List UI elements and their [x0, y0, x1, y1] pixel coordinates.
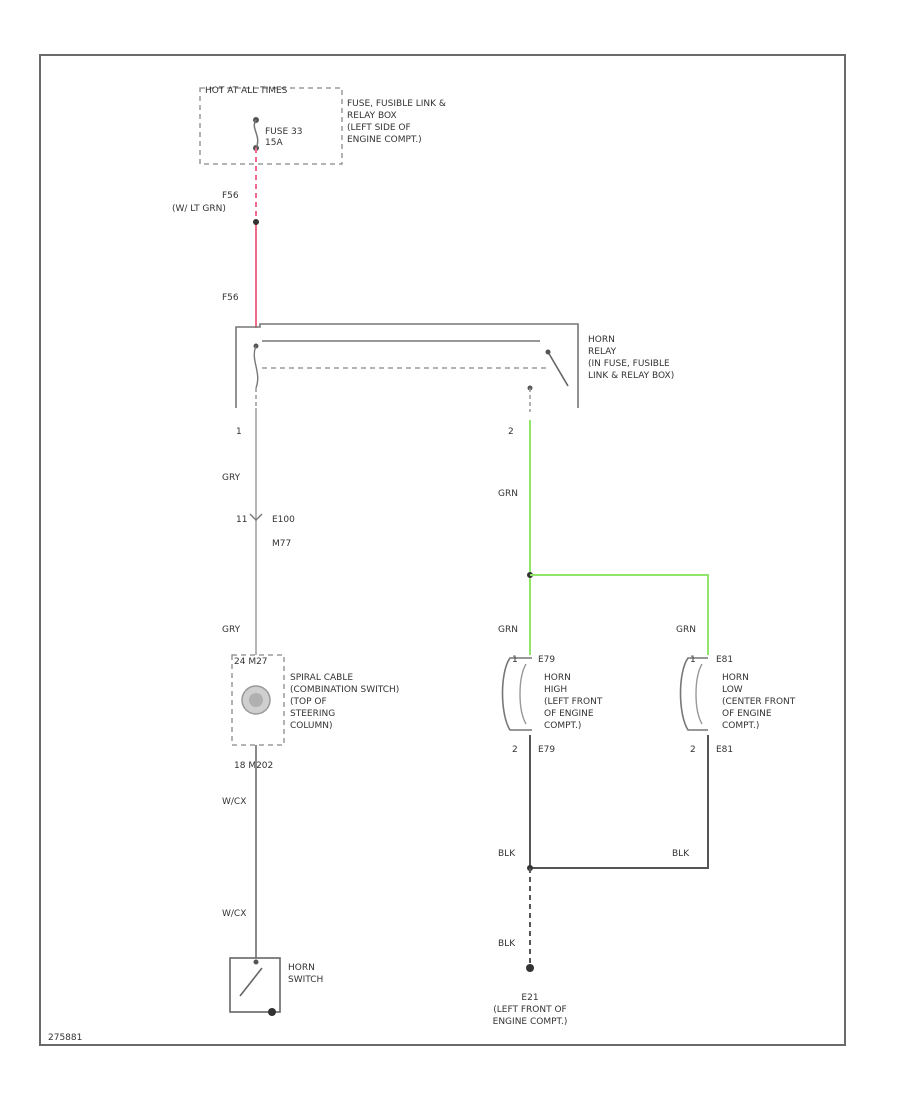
horn-high-pin2: 2	[512, 745, 518, 755]
black-wire-low	[530, 735, 709, 869]
wire-color-blk-2: BLK	[672, 849, 690, 859]
wire-color-grn-2: GRN	[498, 625, 518, 635]
wire-color-blk-1: BLK	[498, 849, 516, 859]
horn-relay-label-4: LINK & RELAY BOX)	[588, 371, 674, 381]
ground-point-dot	[526, 964, 534, 972]
horn-switch-label-1: HORN	[288, 963, 315, 973]
horn-relay-label-3: (IN FUSE, FUSIBLE	[588, 359, 670, 369]
horn-switch-outline	[229, 957, 281, 1013]
horn-low-label-2: LOW	[722, 685, 743, 695]
wire-color-grn-3: GRN	[676, 625, 696, 635]
spiral-cable-coil-inner	[249, 693, 263, 707]
wire-color-blk-3: BLK	[498, 939, 516, 949]
horn-low-pin2: 2	[690, 745, 696, 755]
relay-pin-1: 1	[236, 427, 242, 437]
fuse-box-desc-4: ENGINE COMPT.)	[347, 135, 422, 145]
spiral-cable-label-3: (TOP OF	[290, 697, 327, 707]
horn-high-conn: E79	[538, 655, 555, 665]
horn-low-label-3: (CENTER FRONT	[722, 697, 796, 707]
connector-e100: E100	[272, 515, 295, 525]
horn-high-conn2: E79	[538, 745, 555, 755]
connector-f56-a: F56	[222, 191, 239, 201]
horn-low-symbol-inner	[695, 663, 703, 725]
connector-e100-pin: 11	[236, 515, 247, 525]
horn-high-label-1: HORN	[544, 673, 571, 683]
wire-color-gry-2: GRY	[222, 625, 241, 635]
ground-label-3: ENGINE COMPT.)	[493, 1017, 568, 1027]
horn-low-label-4: OF ENGINE	[722, 709, 772, 719]
horn-high-label-4: OF ENGINE	[544, 709, 594, 719]
horn-low-pin1: 1	[690, 655, 696, 665]
fuse-rating: 15A	[265, 138, 283, 148]
connector-f56-wire: (W/ LT GRN)	[172, 204, 226, 214]
horn-low-label-5: COMPT.)	[722, 721, 759, 731]
horn-low-conn: E81	[716, 655, 733, 665]
fuse-box-desc-2: RELAY BOX	[347, 111, 397, 121]
horn-high-label-3: (LEFT FRONT	[544, 697, 603, 707]
ground-label-2: (LEFT FRONT OF	[493, 1005, 566, 1015]
horn-relay-outline	[235, 323, 579, 408]
spiral-cable-label-5: COLUMN)	[290, 721, 333, 731]
fuse-box-outline	[199, 87, 343, 165]
horn-switch-arm	[239, 967, 263, 997]
horn-high-label-5: COMPT.)	[544, 721, 581, 731]
green-wire-low-horn	[530, 574, 709, 655]
fuse-box-hot-label: HOT AT ALL TIMES	[205, 86, 288, 96]
horn-relay-label-2: RELAY	[588, 347, 617, 357]
fuse-name: FUSE 33	[265, 127, 302, 137]
diagram-code: 275881	[48, 1033, 82, 1043]
relay-switch-arm	[547, 351, 569, 387]
connector-f56-dot	[253, 219, 259, 225]
horn-relay-label-1: HORN	[588, 335, 615, 345]
spiral-cable-pins: 24 M27	[234, 657, 268, 667]
diagram-frame	[39, 54, 846, 1046]
horn-switch-label-2: SWITCH	[288, 975, 323, 985]
fuse-symbol	[253, 119, 259, 149]
relay-switch-pivot	[545, 349, 551, 355]
spiral-cable-label-1: SPIRAL CABLE	[290, 673, 353, 683]
spiral-cable-label-4: STEERING	[290, 709, 335, 719]
ground-label-1: E21	[521, 993, 538, 1003]
horn-high-symbol-inner	[519, 663, 527, 725]
horn-high-label-2: HIGH	[544, 685, 567, 695]
fuse-box-desc-1: FUSE, FUSIBLE LINK &	[347, 99, 446, 109]
horn-low-label-1: HORN	[722, 673, 749, 683]
wire-color-gry-1: GRY	[222, 473, 241, 483]
spiral-cable-bottom-pins: 18 M202	[234, 761, 273, 771]
horn-switch-contact-bottom	[268, 1008, 276, 1016]
wire-color-wcx-2: W/CX	[222, 909, 246, 919]
wire-color-wcx-1: W/CX	[222, 797, 246, 807]
wire-color-grn-1: GRN	[498, 489, 518, 499]
horn-high-symbol	[501, 657, 532, 731]
horn-low-conn2: E81	[716, 745, 733, 755]
horn-switch-contact-top	[253, 959, 259, 965]
horn-high-pin1: 1	[512, 655, 518, 665]
connector-f56-b: F56	[222, 293, 239, 303]
connector-e100-symbol	[249, 513, 263, 521]
relay-coil-lead	[253, 345, 259, 389]
connector-m77: M77	[272, 539, 291, 549]
relay-pin-2: 2	[508, 427, 514, 437]
horn-low-symbol	[679, 657, 708, 731]
spiral-cable-label-2: (COMBINATION SWITCH)	[290, 685, 399, 695]
fuse-box-desc-3: (LEFT SIDE OF	[347, 123, 411, 133]
spiral-cable-outline	[231, 654, 285, 746]
